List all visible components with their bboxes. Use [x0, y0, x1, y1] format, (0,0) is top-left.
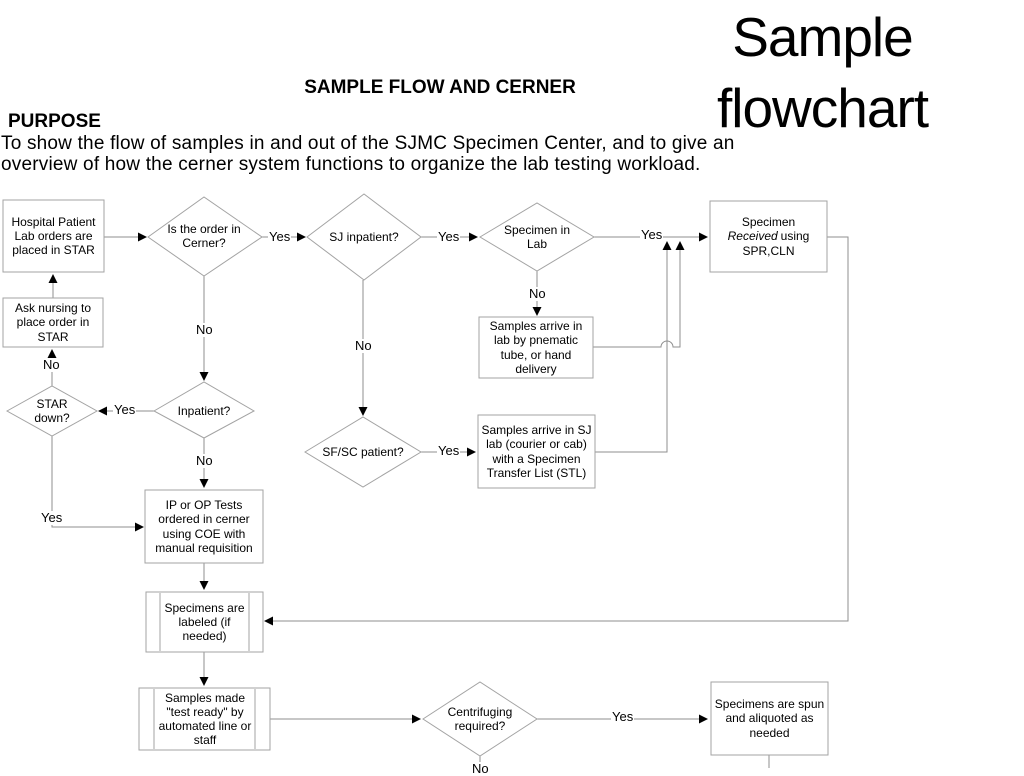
inpatient-diamond-shape	[152, 381, 256, 439]
edge-label-yes-centrifuge-to-spun: Yes	[611, 709, 635, 724]
edge-label-yes-cerner-to-sj: Yes	[268, 229, 292, 244]
specimen-received-box-shape	[709, 200, 828, 273]
purpose-text-line2: overview of how the cerner system functi…	[1, 154, 701, 175]
edge-label-no-cerner-down: No	[195, 322, 214, 337]
sj-inpatient-diamond-shape	[306, 193, 422, 281]
node-specimen-in-lab: Specimen in Lab	[503, 222, 571, 251]
edge-label-no-star-down-up: No	[42, 357, 61, 372]
edge-label-yes-lab-to-received: Yes	[640, 227, 664, 242]
slide-corner-title-line2: flowchart	[716, 77, 929, 139]
test-ready-box-shape	[138, 687, 271, 751]
node-spun: Specimens are spun and aliquoted as need…	[714, 697, 825, 740]
node-sfsc-patient: SF/SC patient?	[322, 444, 404, 459]
edge-label-yes-star-to-ipop: Yes	[40, 510, 64, 525]
slide-corner-title: Sample flowchart	[655, 2, 990, 144]
slide-corner-title-line1: Sample	[732, 6, 913, 68]
hospital-box-shape	[2, 199, 105, 273]
edge-label-yes-sfsc-to-stl: Yes	[437, 443, 461, 458]
node-star-down: STAR down?	[34, 396, 70, 425]
node-order-in-cerner: Is the order in Cerner?	[167, 221, 241, 250]
node-pneumatic: Samples arrive in lab by pnematic tube, …	[489, 319, 583, 376]
ask-nursing-box-shape	[2, 297, 104, 348]
node-labeled: Specimens are labeled (if needed)	[164, 600, 245, 644]
ip-op-tests-box-shape	[144, 489, 264, 564]
purpose-label: PURPOSE	[8, 111, 101, 132]
edge-label-no-inpatient-down: No	[195, 453, 214, 468]
node-stl: Samples arrive in SJ lab (courier or cab…	[481, 423, 592, 480]
edge-label-no-lab-down: No	[528, 286, 547, 301]
centrifuging-diamond-shape	[422, 681, 538, 757]
node-hospital: Hospital Patient Lab orders are placed i…	[11, 214, 96, 258]
pneumatic-box-shape	[478, 316, 594, 379]
node-sj-inpatient: SJ inpatient?	[329, 229, 399, 244]
specimen-in-lab-diamond-shape	[479, 202, 595, 272]
stl-box-shape	[477, 414, 596, 489]
star-down-diamond-shape	[5, 385, 99, 437]
edge-label-yes-inpatient-to-star: Yes	[113, 402, 137, 417]
order-in-cerner-diamond-shape	[147, 196, 263, 277]
edge-label-yes-sj-to-lab: Yes	[437, 229, 461, 244]
edge-label-no-centrifuge-down: No	[471, 761, 490, 776]
node-test-ready: Samples made "test ready" by automated l…	[158, 690, 252, 748]
node-centrifuging: Centrifuging required?	[447, 704, 513, 733]
page-title: SAMPLE FLOW AND CERNER	[304, 77, 576, 98]
purpose-text-line1: To show the flow of samples in and out o…	[1, 133, 735, 154]
arrowheads	[47, 232, 708, 724]
spun-box-shape	[710, 681, 829, 756]
node-inpatient: Inpatient?	[177, 403, 231, 418]
labeled-box-shape	[145, 591, 264, 653]
sfsc-diamond-shape	[304, 416, 422, 488]
node-ask-nursing: Ask nursing to place order in STAR	[14, 301, 92, 344]
node-ip-op-tests: IP or OP Tests ordered in cerner using C…	[155, 498, 253, 555]
edge-label-no-sj-down: No	[354, 338, 373, 353]
